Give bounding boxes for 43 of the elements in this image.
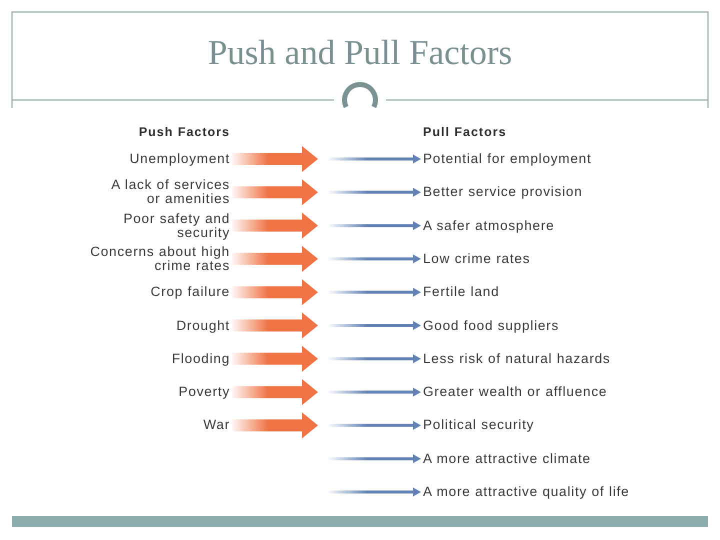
- pull-factor-text: Low crime rates: [423, 252, 530, 266]
- block-arrow: [232, 179, 318, 206]
- pull-factor-text: A more attractive climate: [423, 452, 591, 466]
- push-factor-text: Poor safety and security: [118, 212, 230, 240]
- block-arrow: [232, 246, 318, 272]
- pull-factor-text: Potential for employment: [423, 152, 592, 166]
- pull-factor-text: Better service provision: [423, 185, 583, 200]
- block-arrow: [232, 279, 318, 306]
- pull-factor-text: A safer atmosphere: [423, 218, 554, 233]
- block-arrow: [232, 146, 318, 172]
- arrow: [327, 420, 421, 430]
- push-factor-text: Crop failure: [150, 285, 230, 300]
- push-factor-text: Concerns about high crime rates: [78, 244, 230, 273]
- arrow: [327, 454, 421, 464]
- pull-factor-text: Fertile land: [423, 285, 500, 300]
- block-arrow: [232, 212, 318, 239]
- arrow: [327, 154, 421, 164]
- block-arrow: [232, 412, 318, 438]
- pull-factor-text: Good food suppliers: [423, 318, 560, 332]
- arrow: [327, 288, 421, 297]
- slide-title: Push and Pull Factors: [208, 33, 512, 73]
- push-factor-text: Poverty: [178, 385, 230, 400]
- pull-factor-text: Political security: [423, 418, 534, 432]
- block-arrow: [232, 346, 318, 372]
- arrow: [327, 354, 421, 364]
- pull-factor-text: Greater wealth or affluence: [423, 385, 608, 400]
- push-factor-text: A lack of services or amenities: [106, 178, 230, 206]
- column-heading: Push Factors: [138, 125, 230, 139]
- pull-factor-text: Less risk of natural hazards: [423, 352, 610, 366]
- arrow: [327, 221, 421, 230]
- arrow: [327, 488, 421, 496]
- push-factor-text: Unemployment: [130, 152, 230, 166]
- column-heading: Pull Factors: [423, 125, 507, 139]
- block-arrow: [232, 312, 318, 338]
- arrow: [327, 321, 421, 330]
- block-arrow: [232, 379, 318, 406]
- push-factor-text: War: [203, 418, 230, 432]
- push-factor-text: Flooding: [172, 352, 230, 366]
- arrow: [327, 388, 421, 397]
- pull-factor-text: A more attractive quality of life: [423, 485, 630, 499]
- arrow: [327, 254, 421, 264]
- push-factor-text: Drought: [176, 318, 230, 332]
- arrow: [327, 188, 421, 197]
